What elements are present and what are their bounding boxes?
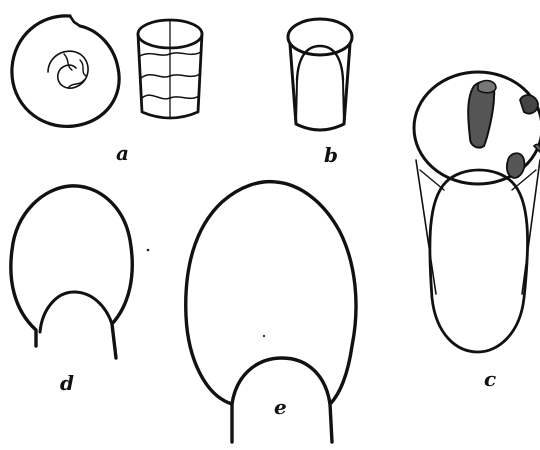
label-e: e [274,395,287,419]
label-b: b [324,143,338,167]
label-d: d [60,371,74,395]
stray-specks [147,249,265,337]
label-c: c [484,367,496,391]
figure-b-cylinder [288,19,352,130]
figure-a-chambered-cylinder [138,20,202,118]
figure-a-coiled-shell [12,16,119,127]
figure-d-dome [11,186,132,358]
label-a: a [116,141,129,165]
figure-c-spotted-cylinder [414,72,540,352]
figure-e-large-dome [186,182,356,442]
